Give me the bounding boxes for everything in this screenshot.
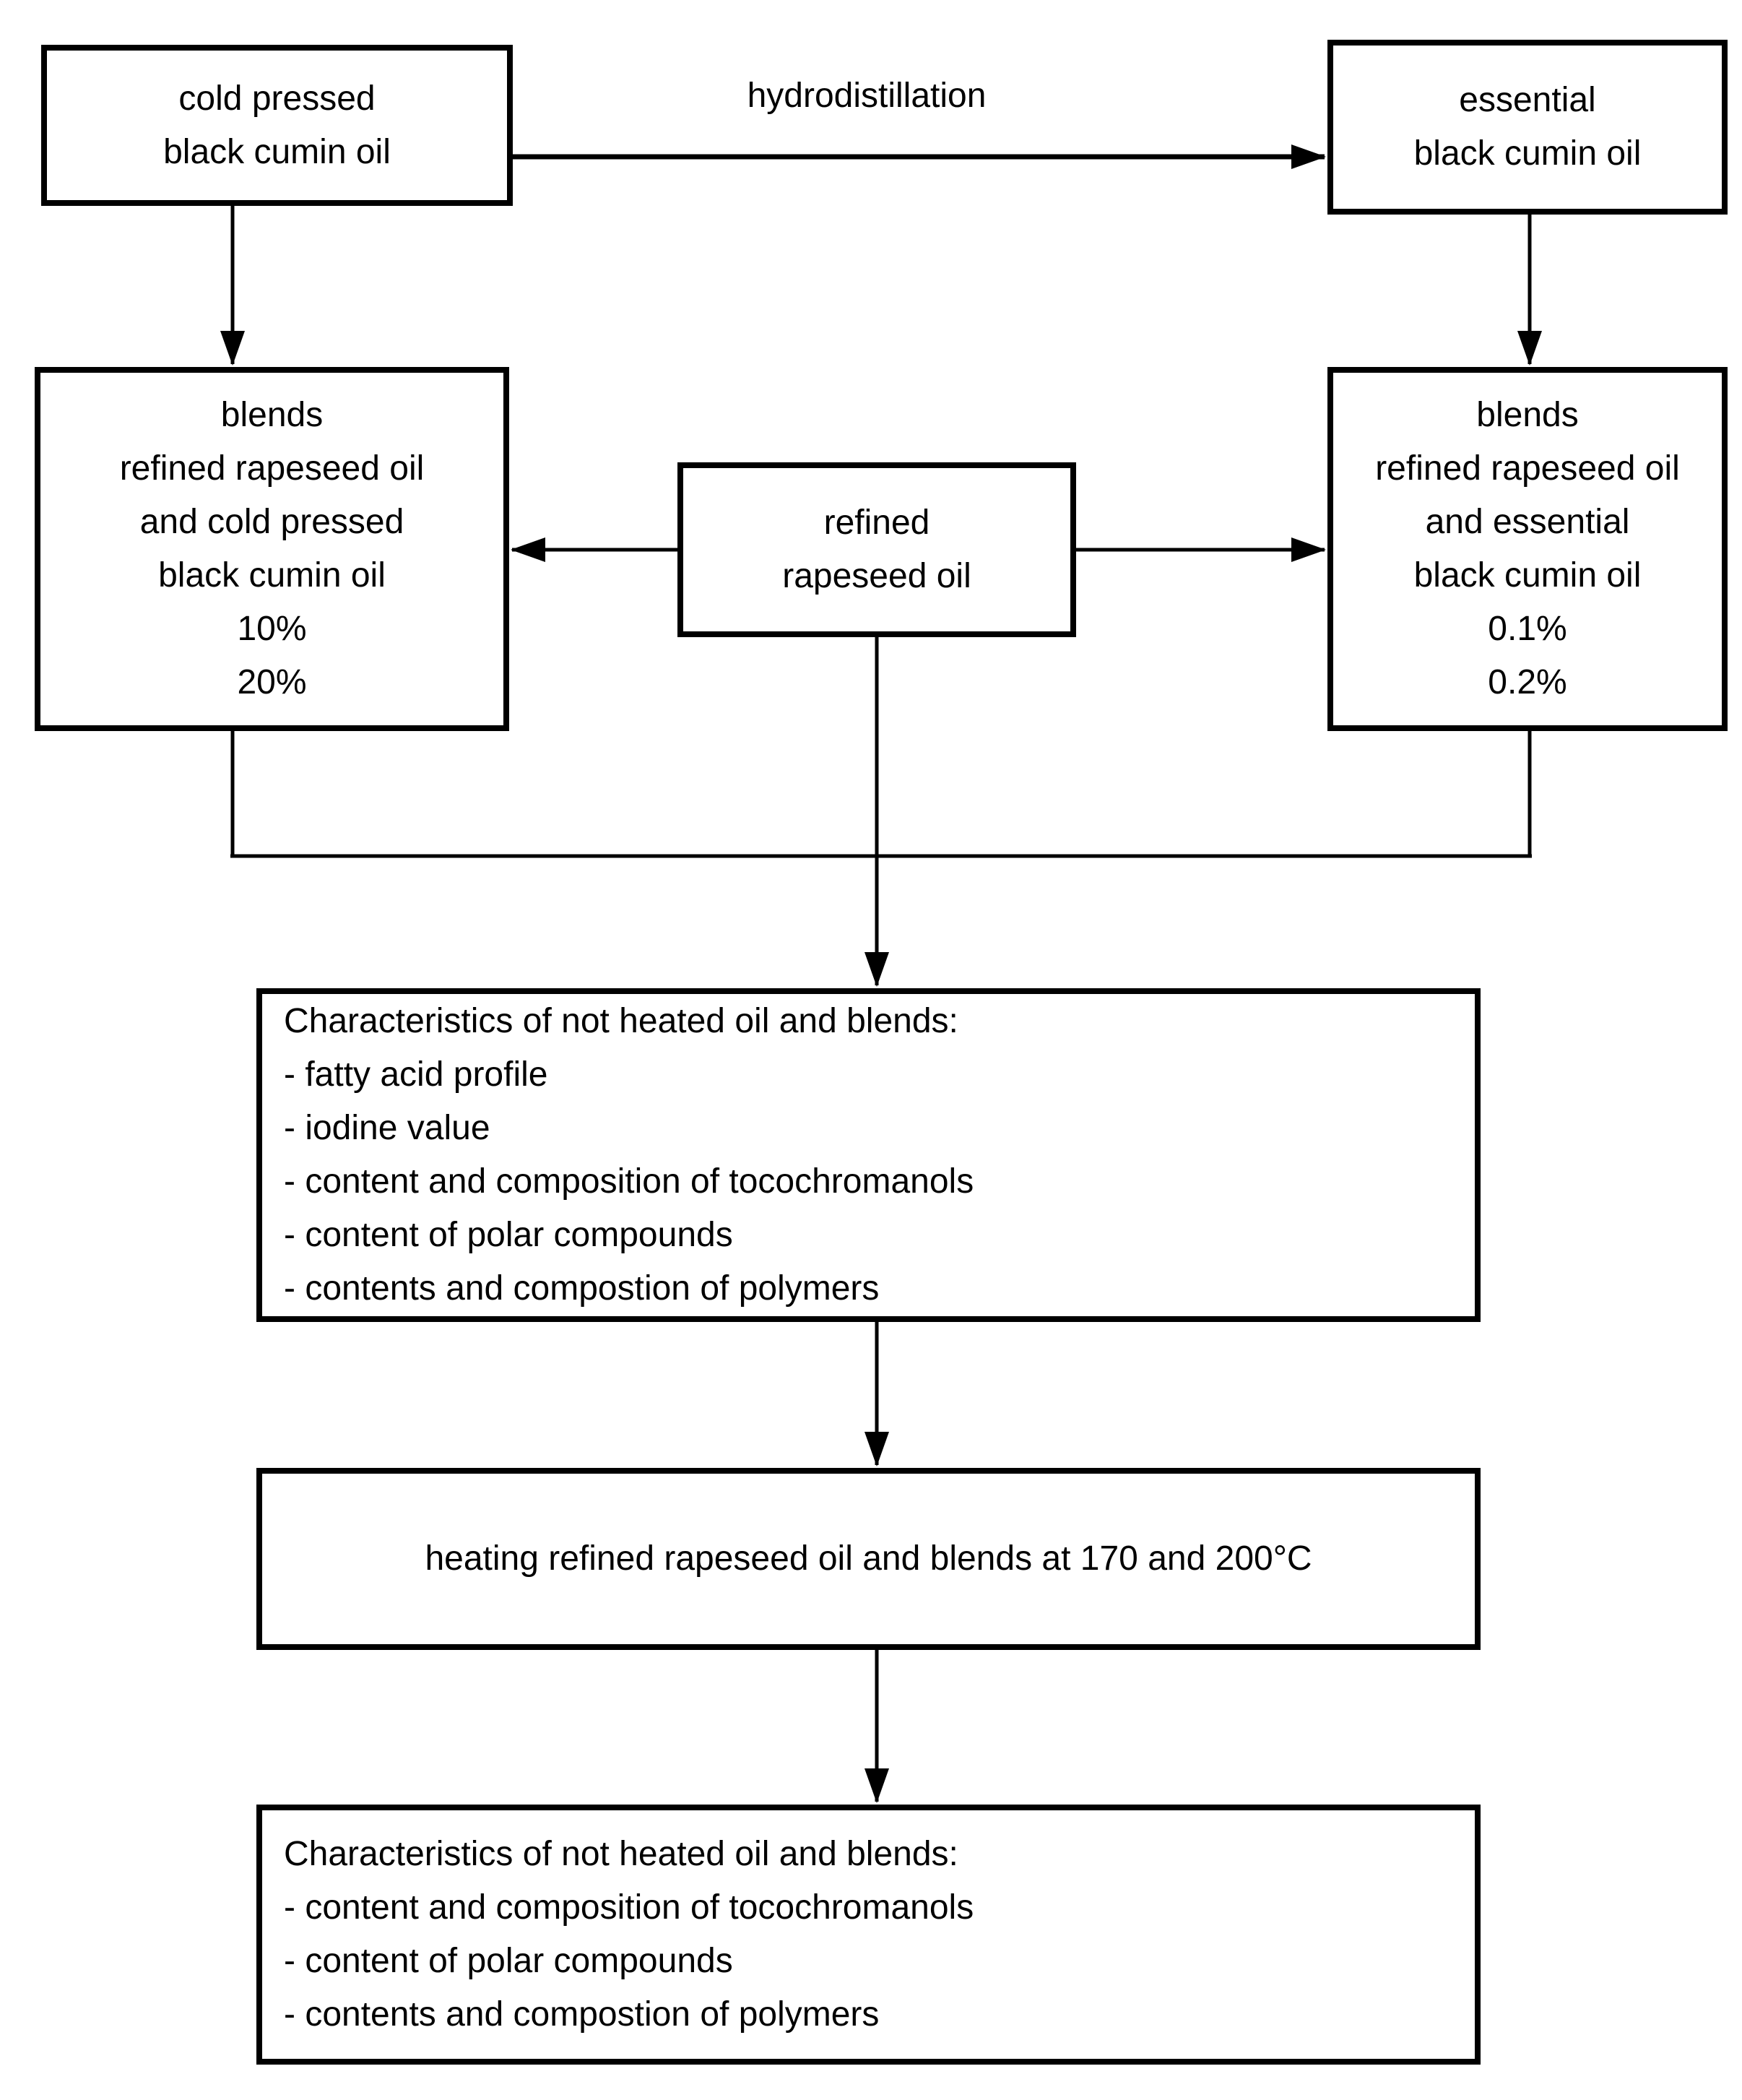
node-text-line: cold pressed (178, 79, 376, 118)
node-characteristics-unheated: Characteristics of not heated oil and bl… (256, 988, 1481, 1322)
node-essential-black-cumin-oil: essential black cumin oil (1327, 40, 1728, 215)
node-text-line: refined rapeseed oil (119, 449, 425, 488)
node-text-line: - contents and compostion of polymers (284, 1269, 880, 1308)
node-text-line: essential (1459, 81, 1596, 119)
node-text-line: - content and composition of tocochroman… (284, 1888, 974, 1927)
node-refined-rapeseed-oil: refined rapeseed oil (677, 462, 1076, 637)
node-blends-cold-pressed: blends refined rapeseed oil and cold pre… (35, 367, 509, 731)
node-text-line: rapeseed oil (782, 557, 971, 595)
node-text-line: refined (823, 504, 930, 542)
node-text-line: Characteristics of not heated oil and bl… (284, 1002, 958, 1040)
node-text-line: and essential (1425, 503, 1630, 541)
node-characteristics-after-heating: Characteristics of not heated oil and bl… (256, 1805, 1481, 2065)
node-text-line: 0.2% (1488, 663, 1567, 701)
node-cold-pressed-black-cumin-oil: cold pressed black cumin oil (41, 45, 513, 206)
node-text-line: black cumin oil (158, 556, 386, 595)
node-text-line: - content of polar compounds (284, 1216, 733, 1254)
node-text-line: black cumin oil (163, 132, 391, 171)
node-text-line: blends (1476, 396, 1579, 434)
node-text-line: black cumin oil (1413, 556, 1642, 595)
node-text-line: - fatty acid profile (284, 1055, 548, 1094)
node-text-line: - iodine value (284, 1109, 490, 1147)
node-blends-essential: blends refined rapeseed oil and essentia… (1327, 367, 1728, 731)
node-text-line: heating refined rapeseed oil and blends … (425, 1539, 1312, 1578)
node-text-line: - content and composition of tocochroman… (284, 1162, 974, 1201)
node-text-line: black cumin oil (1413, 134, 1642, 173)
node-text-line: refined rapeseed oil (1375, 449, 1680, 488)
node-text-line: and cold pressed (139, 503, 404, 541)
edge-label-hydrodistillation: hydrodistillation (747, 77, 987, 115)
node-text-line: blends (220, 396, 324, 434)
node-text-line: 0.1% (1488, 610, 1567, 648)
node-text-line: Characteristics of not heated oil and bl… (284, 1835, 958, 1873)
node-text-line: - contents and compostion of polymers (284, 1995, 880, 2034)
node-text-line: 10% (237, 610, 307, 648)
node-heating: heating refined rapeseed oil and blends … (256, 1468, 1481, 1650)
node-text-line: 20% (237, 663, 307, 701)
node-text-line: - content of polar compounds (284, 1942, 733, 1980)
